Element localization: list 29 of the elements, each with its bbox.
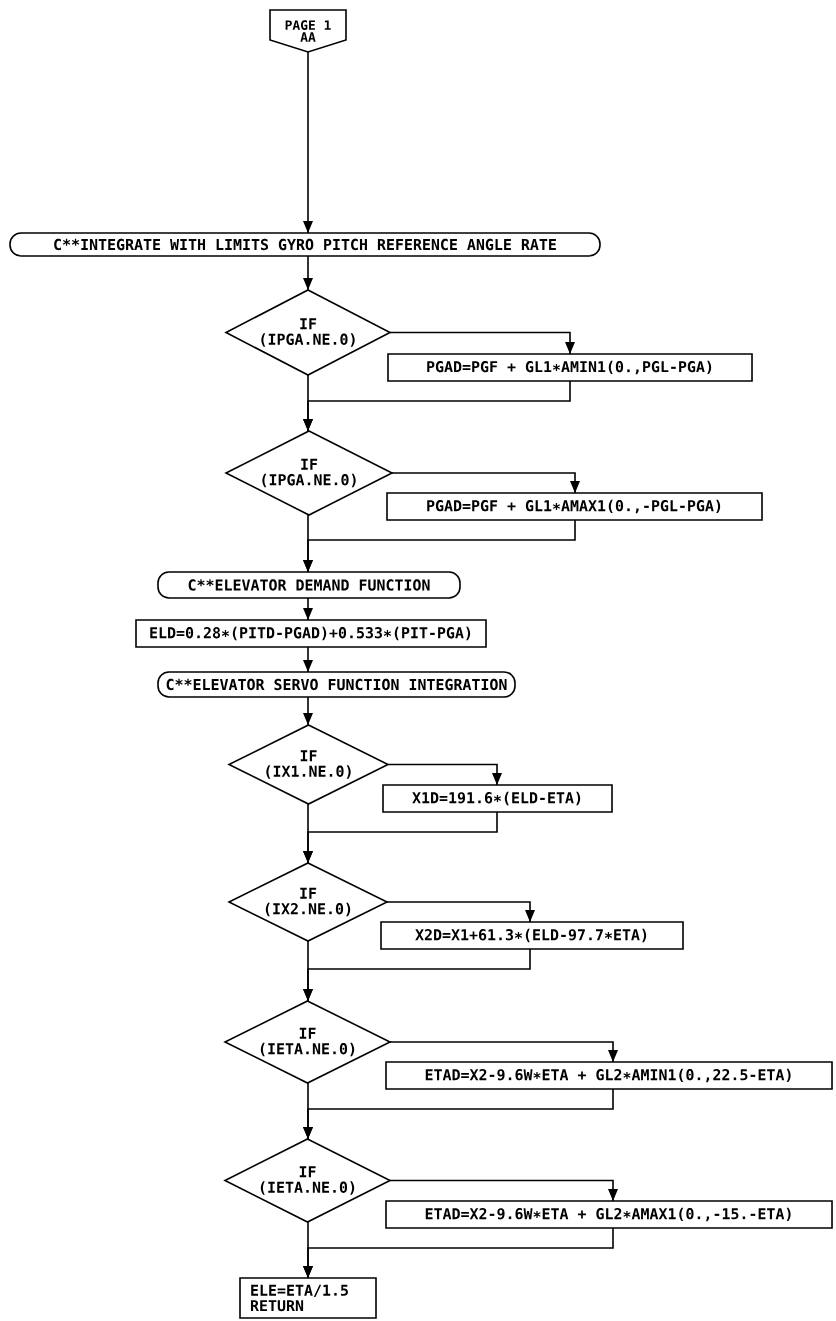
arrow: [303, 646, 313, 673]
arrow: [303, 374, 313, 432]
annotation-terminator: C**INTEGRATE WITH LIMITS GYRO PITCH REFERENCE ANGLE RATE: [9, 232, 601, 257]
process-box: ETAD=X2-9.6W∗ETA + GL2∗AMAX1(0.,-15.-ETA): [385, 1200, 833, 1229]
arrow: [303, 51, 313, 234]
arrow: [389, 331, 575, 355]
arrow: [389, 1041, 618, 1063]
off-page-connector: PAGE 1 AA: [269, 9, 347, 53]
arrow: [386, 901, 535, 923]
arrow: [303, 255, 313, 291]
arrow: [303, 514, 313, 573]
annotation-terminator: C**ELEVATOR DEMAND FUNCTION: [157, 571, 461, 599]
arrow: [303, 940, 313, 1002]
process-box: X1D=191.6∗(ELD-ETA): [382, 784, 613, 813]
process-box: X2D=X1+61.3∗(ELD-97.7∗ETA): [380, 921, 684, 950]
process-box: PGAD=PGF + GL1∗AMAX1(0.,-PGL-PGA): [386, 492, 763, 521]
arrow: [303, 803, 313, 864]
arrow: [389, 1179, 618, 1202]
arrow: [303, 1221, 313, 1279]
process-box: ELE=ETA/1.5 RETURN: [239, 1277, 377, 1319]
process-box: PGAD=PGF + GL1∗AMIN1(0.,PGL-PGA): [387, 353, 753, 382]
annotation-terminator: C**ELEVATOR SERVO FUNCTION INTEGRATION: [157, 671, 516, 698]
process-box: ELD=0.28∗(PITD-PGAD)+0.533∗(PIT-PGA): [135, 619, 487, 648]
process-box: ETAD=X2-9.6W∗ETA + GL2∗AMIN1(0.,22.5-ETA): [385, 1061, 833, 1090]
arrow: [391, 472, 580, 494]
arrow: [303, 1082, 313, 1140]
arrow: [387, 763, 502, 786]
arrow: [303, 597, 313, 621]
arrow: [303, 696, 313, 726]
